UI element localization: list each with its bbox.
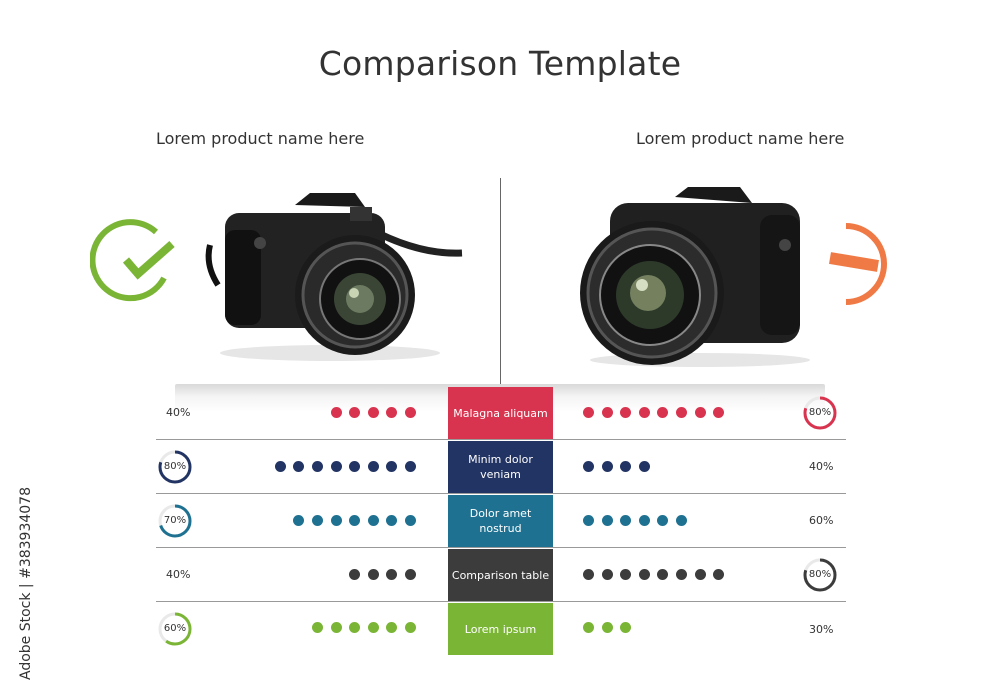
row-divider — [156, 547, 846, 548]
row-label: Malagna aliquam — [448, 387, 553, 439]
stock-credit-text: Adobe Stock | #383934078 — [18, 487, 34, 680]
left-percent-ring: 70% — [157, 503, 193, 539]
right-rating-dot — [601, 460, 613, 472]
left-rating-dot — [312, 460, 323, 472]
left-percent-ring: 60% — [157, 611, 193, 647]
left-percent: 60% — [163, 623, 187, 634]
left-percent: 80% — [163, 461, 187, 472]
right-rating-dot — [601, 621, 613, 633]
minus-icon — [822, 218, 917, 317]
row-label: Lorem ipsum — [448, 603, 553, 655]
left-rating-dot — [349, 568, 361, 580]
left-rating-dot — [405, 460, 416, 472]
row-divider — [156, 601, 846, 602]
left-rating-dot — [367, 460, 379, 472]
right-percent: 40% — [809, 460, 834, 473]
row-divider — [156, 493, 846, 494]
center-divider — [500, 178, 501, 388]
left-rating-dot — [367, 568, 379, 580]
right-rating-dot — [583, 621, 594, 633]
left-rating-dot — [405, 621, 416, 633]
right-rating-dot — [583, 460, 594, 472]
camera-right-image — [570, 185, 810, 374]
right-rating-dot — [620, 406, 632, 418]
right-rating-dot — [620, 621, 632, 633]
left-rating-dot — [274, 460, 286, 472]
right-rating-dot — [638, 568, 650, 580]
right-rating-dot — [583, 568, 594, 580]
right-rating-dot — [583, 514, 594, 526]
left-percent: 40% — [166, 568, 191, 581]
right-rating-dot — [601, 406, 613, 418]
right-rating-dot — [638, 514, 650, 526]
row-label: Dolor amet nostrud — [448, 495, 553, 547]
left-rating-dot — [386, 621, 398, 633]
right-rating-dot — [657, 568, 669, 580]
right-rating-dot — [694, 406, 706, 418]
right-percent: 60% — [809, 514, 834, 527]
right-rating-dot — [620, 568, 632, 580]
right-percent: 30% — [809, 623, 834, 636]
right-percent: 80% — [808, 407, 832, 418]
left-rating-dot — [330, 406, 342, 418]
left-rating-dot — [312, 621, 323, 633]
left-rating-dot — [349, 460, 361, 472]
left-rating-dot — [405, 568, 416, 580]
right-percent-ring: 80% — [802, 557, 838, 593]
left-rating-dot — [405, 406, 416, 418]
left-rating-dot — [349, 406, 361, 418]
page-title: Comparison Template — [318, 44, 682, 83]
right-rating-dot — [676, 514, 687, 526]
left-percent-ring: 80% — [157, 449, 193, 485]
right-rating-dot — [694, 568, 706, 580]
left-rating-dot — [386, 514, 398, 526]
left-percent: 40% — [166, 406, 191, 419]
left-rating-dot — [405, 514, 416, 526]
left-rating-dot — [386, 568, 398, 580]
right-rating-dot — [638, 406, 650, 418]
right-product-name: Lorem product name here — [636, 129, 845, 148]
right-rating-dot — [713, 568, 725, 580]
row-divider — [156, 439, 846, 440]
left-rating-dot — [312, 514, 323, 526]
right-rating-dot — [676, 406, 687, 418]
left-rating-dot — [330, 460, 342, 472]
right-rating-dot — [638, 460, 650, 472]
left-rating-dot — [293, 514, 305, 526]
check-icon — [89, 218, 180, 312]
left-rating-dot — [330, 621, 342, 633]
right-rating-dot — [620, 460, 632, 472]
right-percent: 80% — [808, 569, 832, 580]
right-rating-dot — [620, 514, 632, 526]
left-rating-dot — [367, 406, 379, 418]
left-rating-dot — [367, 621, 379, 633]
right-rating-dot — [601, 514, 613, 526]
left-rating-dot — [349, 621, 361, 633]
row-label: Comparison table — [448, 549, 553, 601]
right-percent-ring: 80% — [802, 395, 838, 431]
row-label: Minim dolor veniam — [448, 441, 553, 493]
left-rating-dot — [386, 406, 398, 418]
left-rating-dot — [367, 514, 379, 526]
right-rating-dot — [657, 406, 669, 418]
right-rating-dot — [713, 406, 725, 418]
left-product-name: Lorem product name here — [156, 129, 365, 148]
right-rating-dot — [601, 568, 613, 580]
left-rating-dot — [293, 460, 305, 472]
left-rating-dot — [386, 460, 398, 472]
left-rating-dot — [349, 514, 361, 526]
camera-left-image — [200, 185, 470, 369]
right-rating-dot — [676, 568, 687, 580]
stock-credit: Adobe Stock | #383934078 — [10, 460, 40, 680]
right-rating-dot — [657, 514, 669, 526]
right-rating-dot — [583, 406, 594, 418]
left-percent: 70% — [163, 515, 187, 526]
left-rating-dot — [330, 514, 342, 526]
